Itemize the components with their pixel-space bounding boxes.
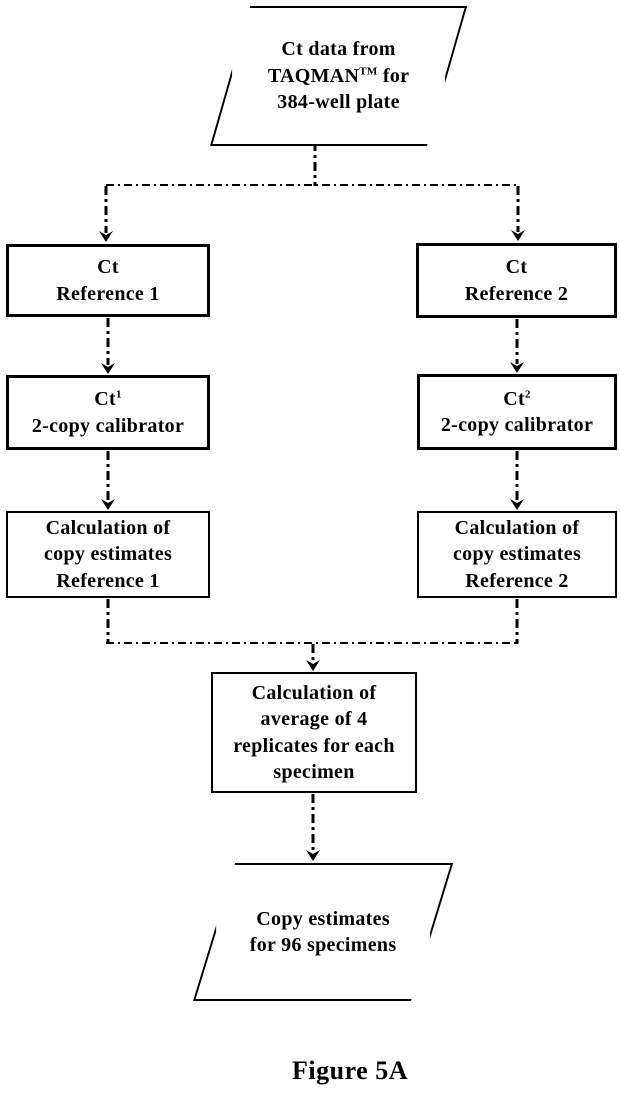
input-line-2: TAQMANTM for <box>267 64 410 87</box>
trademark-superscript: TM <box>359 65 378 78</box>
calc2-line-1: Calculation of <box>454 516 580 539</box>
cal1-line-2: 2-copy calibrator <box>31 414 185 437</box>
ref2-line-1: Ct <box>505 256 528 279</box>
average-line-1: Calculation of <box>251 681 377 704</box>
average-line-3: replicates for each <box>233 734 395 757</box>
node-input-text: Ct data from TAQMANTM for 384-well plate <box>232 8 446 144</box>
ref1-line-2: Reference 1 <box>56 282 160 305</box>
output-line-2: for 96 specimens <box>249 934 397 956</box>
node-copy-estimates-2: Calculation of copy estimates Reference … <box>417 511 617 598</box>
average-line-4: specimen <box>273 760 355 783</box>
arrowhead-output <box>306 850 320 861</box>
node-calibrator-2: Ct2 2-copy calibrator <box>417 374 617 450</box>
average-line-2: average of 4 <box>260 708 368 731</box>
node-ct-reference-2: Ct Reference 2 <box>416 243 617 318</box>
ref2-line-2: Reference 2 <box>464 282 569 305</box>
calc2-line-3: Reference 2 <box>465 569 569 592</box>
arrowhead-calc2 <box>510 499 524 510</box>
node-copy-estimates-1: Calculation of copy estimates Reference … <box>6 511 210 598</box>
node-input-parallelogram: Ct data from TAQMANTM for 384-well plate <box>210 6 468 146</box>
arrowhead-cal2 <box>510 362 524 373</box>
cal2-line-2: 2-copy calibrator <box>440 414 594 436</box>
cal2-line-1: Ct2 <box>503 387 531 410</box>
calc1-line-3: Reference 1 <box>56 569 160 592</box>
node-output-parallelogram: Copy estimates for 96 specimens <box>193 863 454 1001</box>
arrowhead-cal1 <box>101 363 115 374</box>
input-line-3: 384-well plate <box>277 91 400 114</box>
node-average-replicates: Calculation of average of 4 replicates f… <box>211 672 417 793</box>
figure-caption: Figure 5A <box>292 1056 408 1085</box>
input-line-1: Ct data from <box>281 38 396 61</box>
node-output-text: Copy estimates for 96 specimens <box>216 865 431 999</box>
calc1-line-1: Calculation of <box>45 516 171 539</box>
calc2-line-2: copy estimates <box>452 543 582 566</box>
output-line-1: Copy estimates <box>256 907 390 930</box>
arrowhead-calc1 <box>101 499 115 510</box>
cal1-line-1: Ct1 <box>94 388 122 411</box>
ref1-line-1: Ct <box>97 256 119 279</box>
node-ct-reference-1: Ct Reference 1 <box>6 244 210 317</box>
arrowhead-average <box>306 660 320 671</box>
node-calibrator-1: Ct1 2-copy calibrator <box>6 375 210 450</box>
cal1-superscript: 1 <box>115 388 122 401</box>
calc1-line-2: copy estimates <box>43 543 173 566</box>
arrowhead-ref2 <box>511 230 525 241</box>
cal2-superscript: 2 <box>524 387 531 400</box>
arrowhead-ref1 <box>99 231 113 242</box>
